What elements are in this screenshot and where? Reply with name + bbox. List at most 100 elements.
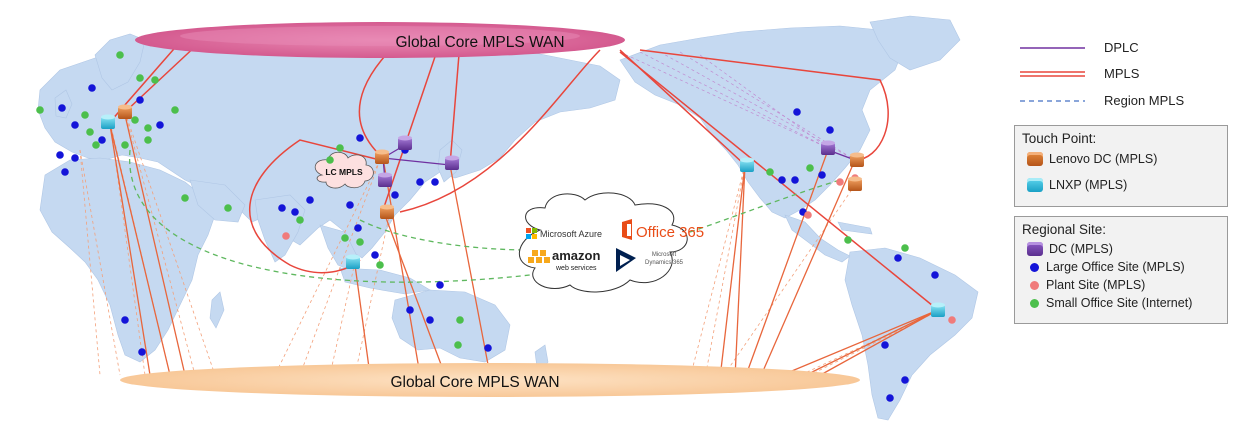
caribbean: [837, 221, 873, 235]
legend-lenovo-dc-label: Lenovo DC (MPLS): [1049, 152, 1158, 166]
small-office-site-dot: [86, 128, 94, 136]
large-office-site-dot: [156, 121, 164, 129]
small-office-site-dot: [144, 124, 152, 132]
lenovo-dc-node: [380, 204, 394, 219]
legend-large-office: Large Office Site (MPLS): [1015, 258, 1227, 276]
legend-dc-label: DC (MPLS): [1049, 242, 1113, 256]
cyan-cube-icon: [1027, 178, 1043, 192]
small-office-site-dot: [766, 168, 774, 176]
lnxp-node: [740, 157, 754, 172]
large-office-site-dot: [793, 108, 801, 116]
small-office-site-dot: [844, 236, 852, 244]
plant-site-dot: [282, 232, 290, 240]
large-office-site-dot: [356, 134, 364, 142]
large-office-site-dot: [901, 376, 909, 384]
dc-node: [378, 172, 392, 187]
aws-sub-label: web services: [555, 265, 597, 272]
small-office-site-dot: [131, 116, 139, 124]
large-office-site-dot: [138, 348, 146, 356]
large-office-site-dot: [56, 151, 64, 159]
legend-lnxp: LNXP (MPLS): [1015, 175, 1227, 195]
azure-label: Microsoft Azure: [540, 229, 602, 239]
aws-logo-icon: [528, 250, 550, 263]
arabia: [189, 179, 246, 223]
small-office-site-dot: [121, 141, 129, 149]
small-office-site-dot: [454, 341, 462, 349]
small-office-site-dot: [336, 144, 344, 152]
top-wan-label: Global Core MPLS WAN: [395, 34, 564, 51]
site-nodes: [101, 104, 945, 317]
large-office-site-dot: [484, 344, 492, 352]
small-office-site-dot: [181, 194, 189, 202]
red-dot-icon: [1030, 280, 1039, 290]
dc-node: [398, 135, 412, 150]
large-office-site-dot: [406, 306, 414, 314]
top-wan-ellipse-inner: [180, 26, 580, 46]
touch-point-legend: Touch Point: Lenovo DC (MPLS) LNXP (MPLS…: [1014, 125, 1228, 207]
large-office-site-dot: [886, 394, 894, 402]
large-office-site-dot: [431, 178, 439, 186]
large-office-site-dot: [371, 251, 379, 259]
north-america: [619, 25, 906, 219]
lenovo-dc-node: [118, 104, 132, 119]
large-office-site-dot: [71, 121, 79, 129]
large-office-site-dot: [391, 191, 399, 199]
africa: [39, 157, 216, 363]
legend-region-label: Region MPLS: [1104, 93, 1185, 108]
central-america: [784, 214, 851, 263]
dc-node: [821, 140, 835, 155]
dynamics-label-2: Dynamics 365: [645, 260, 684, 266]
lenovo-dc-node: [850, 152, 864, 167]
small-office-site-dot: [92, 141, 100, 149]
legend-small-office: Small Office Site (Internet): [1015, 294, 1227, 312]
large-office-site-dot: [436, 281, 444, 289]
madagascar: [209, 291, 225, 329]
cloud-services: Microsoft Azure Office 365 amazon web se…: [518, 192, 704, 293]
small-office-site-dot: [356, 238, 364, 246]
legend-dc: DC (MPLS): [1015, 240, 1227, 258]
small-office-site-dot: [136, 74, 144, 82]
plant-site-dot: [948, 316, 956, 324]
legend-lenovo-dc: Lenovo DC (MPLS): [1015, 149, 1227, 169]
office-logo-icon: [622, 219, 632, 240]
large-office-site-dot: [818, 171, 826, 179]
touch-point-title: Touch Point:: [1022, 131, 1097, 146]
legend-large-office-label: Large Office Site (MPLS): [1046, 260, 1185, 274]
plant-site-dot: [804, 211, 812, 219]
large-office-site-dot: [306, 196, 314, 204]
legend-mpls-label: MPLS: [1104, 66, 1140, 81]
small-office-site-dot: [144, 136, 152, 144]
legend-plant-label: Plant Site (MPLS): [1046, 278, 1146, 292]
legend-small-office-label: Small Office Site (Internet): [1046, 296, 1193, 310]
large-office-site-dot: [61, 168, 69, 176]
lnxp-node: [346, 254, 360, 269]
small-office-site-dot: [171, 106, 179, 114]
dynamics-label-1: Microsoft: [652, 252, 677, 258]
large-office-site-dot: [71, 154, 79, 162]
legend-dplc-label: DPLC: [1104, 40, 1139, 55]
small-office-site-dot: [36, 106, 44, 114]
lnxp-node: [931, 302, 945, 317]
australia: [391, 289, 511, 363]
internet-links: [129, 149, 841, 283]
large-office-site-dot: [778, 176, 786, 184]
large-office-site-dot: [136, 96, 144, 104]
large-office-site-dot: [416, 178, 424, 186]
large-office-site-dot: [791, 176, 799, 184]
large-office-site-dot: [121, 316, 129, 324]
large-office-site-dot: [426, 316, 434, 324]
green-dot-icon: [1030, 298, 1039, 308]
large-office-site-dot: [98, 136, 106, 144]
na-region-links: [619, 51, 856, 161]
small-office-site-dot: [81, 111, 89, 119]
large-office-site-dot: [894, 254, 902, 262]
large-office-site-dot: [931, 271, 939, 279]
lnxp-node: [101, 114, 115, 129]
scandinavia: [94, 33, 146, 91]
small-office-site-dot: [116, 51, 124, 59]
large-office-site-dot: [88, 84, 96, 92]
mpls-links: [109, 114, 939, 379]
lenovo-dc-node: [848, 176, 862, 191]
small-office-site-dot: [224, 204, 232, 212]
